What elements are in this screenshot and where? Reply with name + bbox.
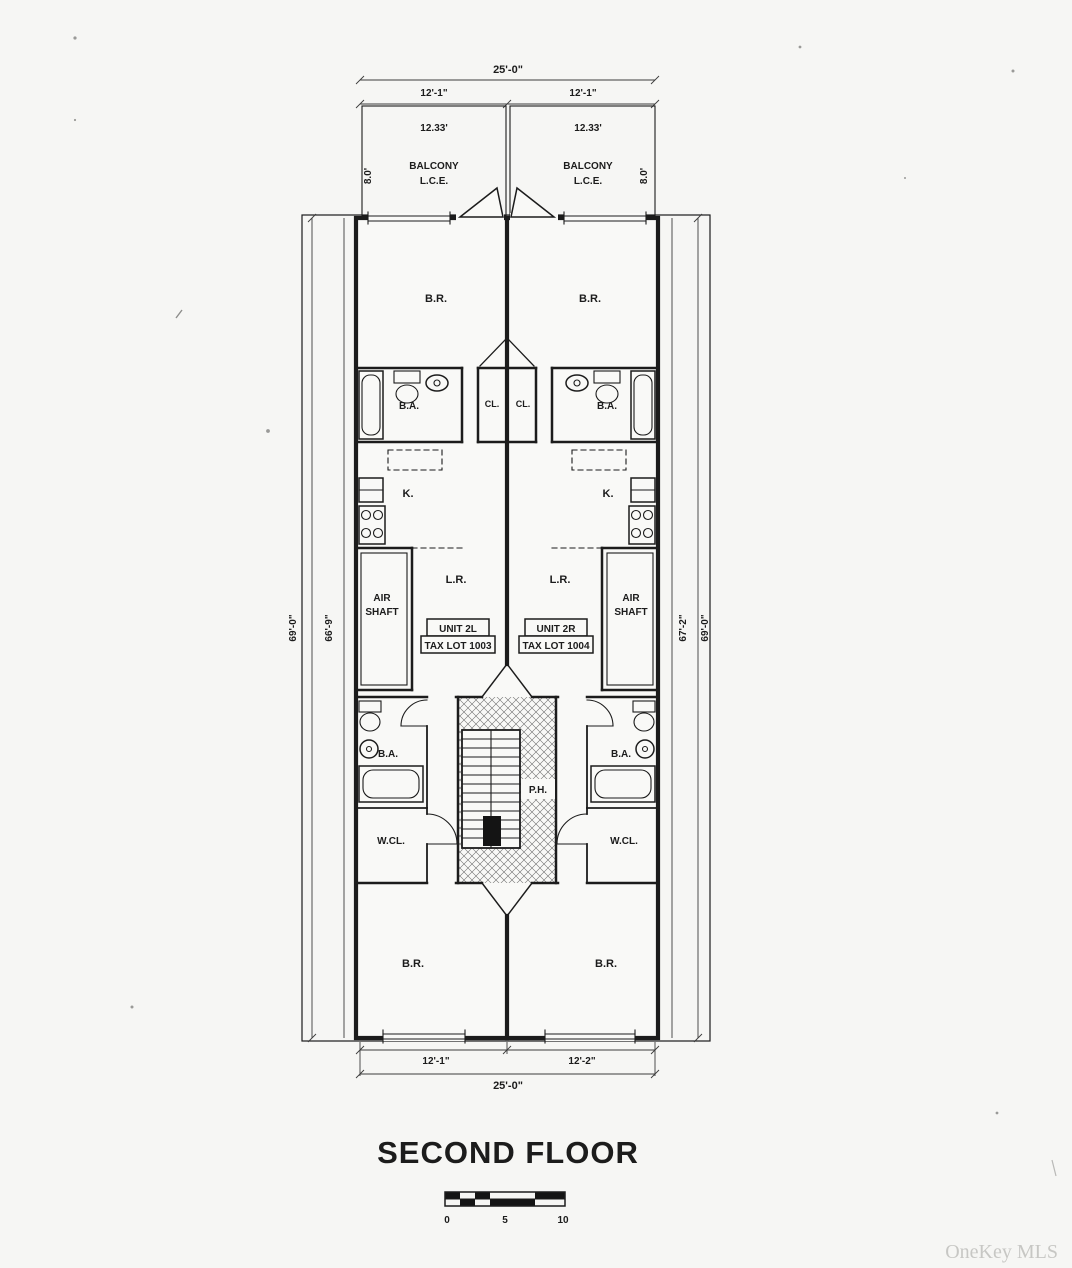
stair-hall [456,662,558,918]
unit-left-name: UNIT 2L [439,624,477,635]
stove-icon [628,505,656,545]
room-label-kitchen-right: K. [603,488,614,500]
unit-left-tax-lot: TAX LOT 1003 [424,641,491,652]
sink-icon [635,739,655,759]
plan-title: SECOND FLOOR [377,1135,639,1170]
sink-icon [425,374,449,392]
room-label-airshaft-left-2: SHAFT [365,607,398,618]
dim-bottom-right: 12'-2" [568,1056,595,1067]
toilet-icon [632,700,656,713]
room-label-living-left: L.R. [446,574,467,586]
dim-overall-top: 25'-0" [493,64,523,76]
balcony-left-label: BALCONY [409,161,459,172]
balcony-door-left-icon [457,186,504,218]
fixtures-right-unit [565,370,656,803]
balcony-right-lce: L.C.E. [574,176,603,187]
balcony-door-right-icon [510,186,557,218]
lot-outline [301,214,711,1042]
toilet-icon [393,370,421,384]
room-label-closet-left: CL. [485,399,500,409]
scan-noise [73,36,1057,1177]
bedroom-door-right-icon [505,881,534,918]
counter-icon [387,449,443,471]
room-label-bath1-right: B.A. [597,401,617,412]
dim-side-left-inner: 66'-9" [324,614,335,641]
fixtures-left-unit [358,370,449,803]
bathtub-icon [630,370,656,440]
unit-right-tax-lot: TAX LOT 1004 [522,641,589,652]
room-label-living-right: L.R. [550,574,571,586]
bathtub-icon [590,765,656,803]
toilet-icon [593,370,621,384]
closet-door-right-icon [508,339,535,367]
room-label-bedroom-top-left: B.R. [425,293,447,305]
wcl-door-left-icon [426,813,458,845]
bathtub-icon [358,370,384,440]
room-label-airshaft-left-1: AIR [373,593,391,604]
scale-label-10: 10 [557,1215,569,1226]
dim-side-right-outer: 69'-0" [700,614,711,641]
room-labels: B.R. B.R. B.A. B.A. CL. CL. K. K. L.R. L… [365,293,647,970]
toilet-icon [358,700,382,713]
dim-bottom-left: 12'-1" [422,1056,449,1067]
room-label-walkin-left: W.CL. [377,836,405,847]
balcony-left-width: 12.33' [420,123,447,134]
sink-icon [359,739,379,759]
stair-landing-block [483,816,501,846]
scale-label-0: 0 [444,1215,450,1226]
top-dimensions: 25'-0" 12'-1" 12'-1" [355,64,660,109]
exterior-openings [367,186,647,1044]
room-label-bedroom-bottom-right: B.R. [595,958,617,970]
dim-top-right: 12'-1" [569,88,596,99]
dim-side-right-inner: 67'-2" [678,614,689,641]
balcony-right-label: BALCONY [563,161,613,172]
scale-bar: 0 5 10 [444,1191,569,1226]
unit-right-name: UNIT 2R [537,624,577,635]
room-label-airshaft-right-1: AIR [622,593,640,604]
unit-tags: UNIT 2L TAX LOT 1003 UNIT 2R TAX LOT 100… [420,618,594,654]
interior-walls-right-unit [505,339,660,885]
closet-door-left-icon [479,339,506,367]
room-label-bedroom-bottom-left: B.R. [402,958,424,970]
dim-top-left: 12'-1" [420,88,447,99]
room-label-kitchen-left: K. [403,488,414,500]
bottom-dimensions: 12'-1" 12'-2" 25'-0" [355,1042,660,1092]
room-label-bath1-left: B.A. [399,401,419,412]
bath-door-right-icon [586,699,614,727]
room-label-bath2-right: B.A. [611,749,631,760]
bathtub-icon [358,765,424,803]
watermark: OneKey MLS [945,1241,1058,1263]
scale-label-5: 5 [502,1215,508,1226]
balcony-right-width: 12.33' [574,123,601,134]
room-label-bedroom-top-right: B.R. [579,293,601,305]
room-label-hall: P.H. [529,785,547,796]
bath-door-left-icon [400,699,428,727]
hall-entry-door-left-icon [480,662,509,699]
stove-icon [358,505,386,545]
interior-walls-left-unit [354,339,509,885]
wcl-door-right-icon [556,813,588,845]
room-label-airshaft-right-2: SHAFT [614,607,647,618]
counter-icon [571,449,627,471]
room-label-bath2-left: B.A. [378,749,398,760]
side-dimensions: 69'-0" 66'-9" 67'-2" 69'-0" [288,213,711,1043]
building-shell [353,215,661,1041]
hall-entry-door-right-icon [505,662,534,699]
balcony-left-lce: L.C.E. [420,176,449,187]
room-label-walkin-right: W.CL. [610,836,638,847]
sink-icon [565,374,589,392]
balcony-left-depth: 8.0' [363,168,374,184]
bedroom-door-left-icon [480,881,509,918]
dim-overall-bottom: 25'-0" [493,1080,523,1092]
balcony-right-depth: 8.0' [639,168,650,184]
room-label-closet-right: CL. [516,399,531,409]
dim-side-left-outer: 69'-0" [288,614,299,641]
